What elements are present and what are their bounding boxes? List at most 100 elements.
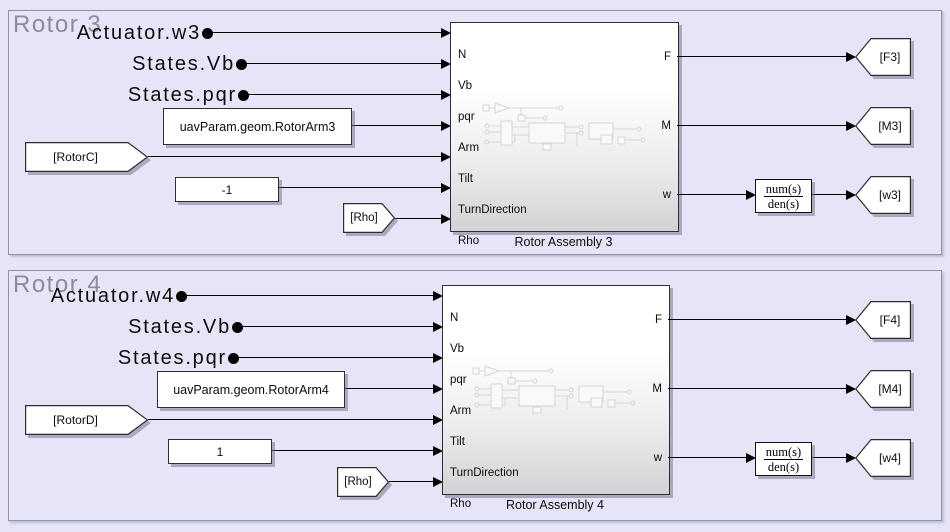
transfer-fcn-denominator: den(s) xyxy=(767,459,800,474)
wire-w-out[interactable] xyxy=(668,457,746,459)
from-block-rotord[interactable]: [RotorD] xyxy=(25,405,151,438)
goto-tag-label: [w4] xyxy=(878,451,901,465)
wire-tilt[interactable] xyxy=(148,156,441,158)
inport-label-turndirection: TurnDirection xyxy=(458,204,527,216)
wire-f-out[interactable] xyxy=(668,319,846,321)
block-caption-rotor-assembly-4[interactable]: Rotor Assembly 4 xyxy=(506,498,604,512)
arrowhead xyxy=(433,322,443,332)
goto-tag-label: [F3] xyxy=(879,50,901,64)
wire-pqr[interactable] xyxy=(238,357,433,359)
subsystem-block-rotor-assembly-4[interactable]: N Vb pqr Arm Tilt TurnDirection Rho F M … xyxy=(442,285,670,510)
goto-tag-label: [w3] xyxy=(878,188,901,202)
goto-block-f4[interactable]: [F4] xyxy=(855,301,914,342)
constant-value: uavParam.geom.RotorArm4 xyxy=(173,382,329,397)
goto-block-m3[interactable]: [M3] xyxy=(855,107,914,148)
goto-tag-shape xyxy=(855,176,914,217)
constant-block-rotorarm4[interactable]: uavParam.geom.RotorArm4 xyxy=(157,371,345,408)
from-block-rotorc[interactable]: [RotorC] xyxy=(25,142,151,175)
arrowhead xyxy=(846,315,856,325)
arrowhead xyxy=(441,90,451,100)
wire-tilt[interactable] xyxy=(148,419,433,421)
arrowhead xyxy=(441,214,451,224)
wire-rho[interactable] xyxy=(389,481,433,483)
inport-label-pqr: pqr xyxy=(458,111,475,123)
constant-value: 1 xyxy=(216,444,224,459)
goto-block-w4[interactable]: [w4] xyxy=(855,439,914,480)
inport-label-rho: Rho xyxy=(450,498,472,510)
inport-label-n: N xyxy=(458,49,467,61)
wire-n[interactable] xyxy=(212,32,441,34)
area-rotor3[interactable] xyxy=(8,10,942,255)
signal-label-states-pqr[interactable]: States.pqr xyxy=(117,347,227,369)
goto-tag-shape xyxy=(855,301,914,342)
wire-w-filtered[interactable] xyxy=(810,194,846,196)
goto-tag-shape xyxy=(855,439,914,480)
constant-block-rotorarm3[interactable]: uavParam.geom.RotorArm3 xyxy=(163,108,352,145)
inport-label-rho: Rho xyxy=(458,235,480,247)
wire-turndirection[interactable] xyxy=(277,187,441,189)
goto-block-w3[interactable]: [w3] xyxy=(855,176,914,217)
from-tag-label: [RotorC] xyxy=(53,150,98,164)
area-title-rotor4[interactable]: Rotor 4 xyxy=(13,271,103,298)
inport-label-vb: Vb xyxy=(458,80,473,92)
wire-pqr[interactable] xyxy=(248,94,441,96)
area-title-rotor3[interactable]: Rotor 3 xyxy=(13,11,103,38)
transfer-fcn-block[interactable]: num(s) den(s) xyxy=(755,442,812,476)
from-block-rho[interactable]: [Rho] xyxy=(337,467,392,500)
from-tag-shape xyxy=(25,142,151,175)
area-rotor4[interactable] xyxy=(8,270,942,521)
inport-label-arm: Arm xyxy=(458,142,480,154)
wire-arm[interactable] xyxy=(350,125,441,127)
subsystem-contents-preview xyxy=(482,102,646,151)
goto-tag-shape xyxy=(855,107,914,148)
signal-anchor-dot xyxy=(236,59,247,70)
wire-arm[interactable] xyxy=(343,388,433,390)
arrowhead xyxy=(746,453,756,463)
arrowhead xyxy=(441,28,451,38)
signal-label-actuator-w3[interactable]: Actuator.w3 xyxy=(76,22,201,44)
constant-value: uavParam.geom.RotorArm3 xyxy=(179,119,336,134)
signal-label-states-vb[interactable]: States.Vb xyxy=(132,53,235,75)
signal-label-actuator-w4[interactable]: Actuator.w4 xyxy=(50,285,175,307)
wire-w-out[interactable] xyxy=(677,194,746,196)
arrowhead xyxy=(846,121,856,131)
from-block-rho[interactable]: [Rho] xyxy=(343,203,398,236)
signal-label-states-vb[interactable]: States.Vb xyxy=(128,316,231,338)
wire-turndirection[interactable] xyxy=(270,450,433,452)
inport-label-tilt: Tilt xyxy=(458,173,473,185)
from-tag-shape xyxy=(343,203,398,236)
wire-vb[interactable] xyxy=(242,326,433,328)
arrowhead xyxy=(846,52,856,62)
outport-label-f: F xyxy=(663,51,671,63)
goto-block-m4[interactable]: [M4] xyxy=(855,370,914,411)
subsystem-block-rotor-assembly-3[interactable]: N Vb pqr Arm Tilt TurnDirection Rho F M … xyxy=(450,22,679,247)
constant-block-turndirection[interactable]: -1 xyxy=(175,177,279,202)
wire-vb[interactable] xyxy=(246,63,441,65)
subsystem-contents-preview xyxy=(472,365,636,414)
outport-label-m: M xyxy=(661,120,671,132)
from-tag-label: [Rho] xyxy=(350,212,378,224)
transfer-fcn-block[interactable]: num(s) den(s) xyxy=(755,179,812,213)
inport-label-tilt: Tilt xyxy=(450,436,465,448)
wire-rho[interactable] xyxy=(395,218,441,220)
block-caption-rotor-assembly-3[interactable]: Rotor Assembly 3 xyxy=(514,235,613,249)
arrowhead xyxy=(441,183,451,193)
wire-m-out[interactable] xyxy=(677,125,846,127)
inport-label-vb: Vb xyxy=(450,343,465,355)
goto-tag-label: [M3] xyxy=(878,119,902,133)
goto-tag-label: [M4] xyxy=(878,382,902,396)
wire-w-filtered[interactable] xyxy=(810,457,846,459)
wire-n[interactable] xyxy=(186,295,433,297)
from-tag-shape xyxy=(25,405,151,438)
goto-tag-label: [F4] xyxy=(879,313,901,327)
wire-f-out[interactable] xyxy=(677,56,846,58)
wire-m-out[interactable] xyxy=(668,388,846,390)
signal-anchor-dot xyxy=(228,353,239,364)
arrowhead xyxy=(433,415,443,425)
signal-anchor-dot xyxy=(232,322,243,333)
signal-anchor-dot xyxy=(176,291,187,302)
goto-block-f3[interactable]: [F3] xyxy=(855,38,914,79)
constant-block-turndirection[interactable]: 1 xyxy=(168,439,272,464)
signal-label-states-pqr[interactable]: States.pqr xyxy=(127,84,237,106)
arrowhead xyxy=(433,384,443,394)
